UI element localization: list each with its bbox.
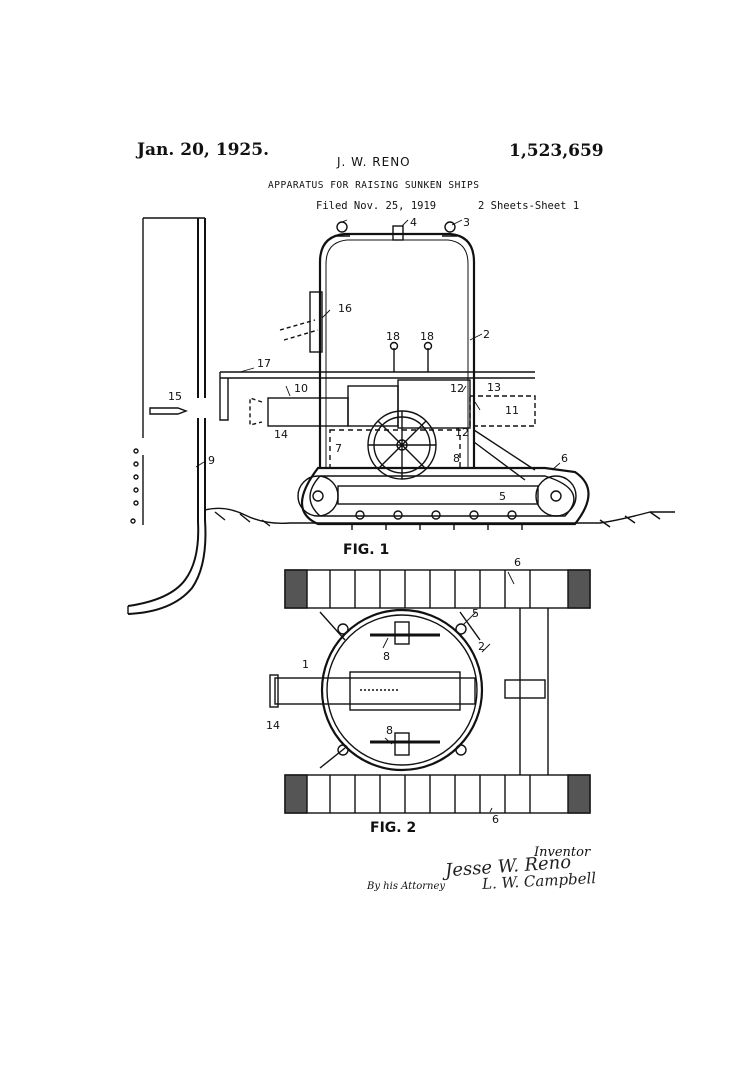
ref-3: 3 <box>463 216 470 229</box>
fig2-reference-numerals: 1 2 5 6 6 8 8 14 <box>266 556 521 826</box>
diving-bell-2 <box>318 232 476 468</box>
fig1-reference-numerals: 2 3 4 5 6 7 8 9 10 11 12 12 13 14 15 16 … <box>168 216 568 503</box>
track-bottom-6 <box>284 774 591 814</box>
ref-6: 6 <box>561 452 568 465</box>
ref-12-lower: 12 <box>455 426 469 439</box>
wheel-plan-8-bottom <box>394 732 410 756</box>
extension-11 <box>469 395 536 427</box>
ref-5: 5 <box>499 490 506 503</box>
patent-number: 1,523,659 <box>509 141 604 161</box>
hull-rivets <box>130 448 139 524</box>
ref-8-plan-top: 8 <box>383 650 390 663</box>
cylinder-10 <box>267 397 349 427</box>
lever-18-right <box>423 341 433 351</box>
wheel-plan-8-top <box>394 621 410 645</box>
ref-2-plan: 2 <box>478 640 485 653</box>
lifting-eye-right-3 <box>444 221 456 233</box>
ref-6-top: 6 <box>514 556 521 569</box>
ref-18-right: 18 <box>420 330 434 343</box>
rail-17 <box>220 371 535 379</box>
ref-14: 14 <box>274 428 288 441</box>
attorney-label: By his Attorney <box>367 881 446 892</box>
filing-date: Filed Nov. 25, 1919 <box>316 200 437 212</box>
ref-12-upper: 12 <box>450 382 464 395</box>
inventor-name: J. W. RENO <box>337 155 411 169</box>
barrel-plan-1 <box>274 677 476 705</box>
ref-4: 4 <box>410 216 417 229</box>
track-top-6 <box>284 569 591 609</box>
lifting-eye-left <box>336 221 348 233</box>
fig2-caption: FIG. 2 <box>370 820 417 836</box>
fig1-caption: FIG. 1 <box>343 542 390 558</box>
ref-15: 15 <box>168 390 182 403</box>
idler-wheel-front <box>535 475 577 517</box>
ref-1: 1 <box>302 658 309 671</box>
ref-9: 9 <box>208 454 215 467</box>
housing-12 <box>397 379 471 429</box>
ref-13: 13 <box>487 381 501 394</box>
ref-8: 8 <box>453 452 460 465</box>
ref-17: 17 <box>257 357 271 370</box>
fitting-14 <box>269 674 279 708</box>
ref-5-plan: 5 <box>472 607 479 620</box>
ref-18-left: 18 <box>386 330 400 343</box>
ref-16: 16 <box>338 302 352 315</box>
ref-14-plan: 14 <box>266 719 280 732</box>
track-cleats <box>351 510 523 530</box>
reference-leaders <box>195 219 561 813</box>
fig2-drawing <box>269 569 591 814</box>
ref-8-plan-bottom: 8 <box>386 724 393 737</box>
inventor-role-label: Inventor <box>534 845 591 860</box>
lever-18-left <box>389 341 399 351</box>
ref-10: 10 <box>294 382 308 395</box>
ref-7: 7 <box>335 442 342 455</box>
bolt-15 <box>149 407 188 415</box>
patent-date: Jan. 20, 1925. <box>137 140 269 160</box>
ref-11: 11 <box>505 404 519 417</box>
sheet-count: 2 Sheets-Sheet 1 <box>478 200 580 212</box>
patent-title: APPARATUS FOR RAISING SUNKEN SHIPS <box>268 180 480 191</box>
ref-6-bottom: 6 <box>492 813 499 826</box>
bell-plan-2 <box>320 608 484 772</box>
hull-outer-wall <box>127 218 200 607</box>
ref-2: 2 <box>483 328 490 341</box>
cross-member-right <box>519 608 549 775</box>
track-6 <box>301 466 590 526</box>
bracket-plan <box>504 679 546 699</box>
frame-5 <box>337 485 539 505</box>
frame-7 <box>329 429 461 469</box>
fig1-drawing <box>127 217 675 615</box>
top-fitting-4 <box>392 225 404 241</box>
